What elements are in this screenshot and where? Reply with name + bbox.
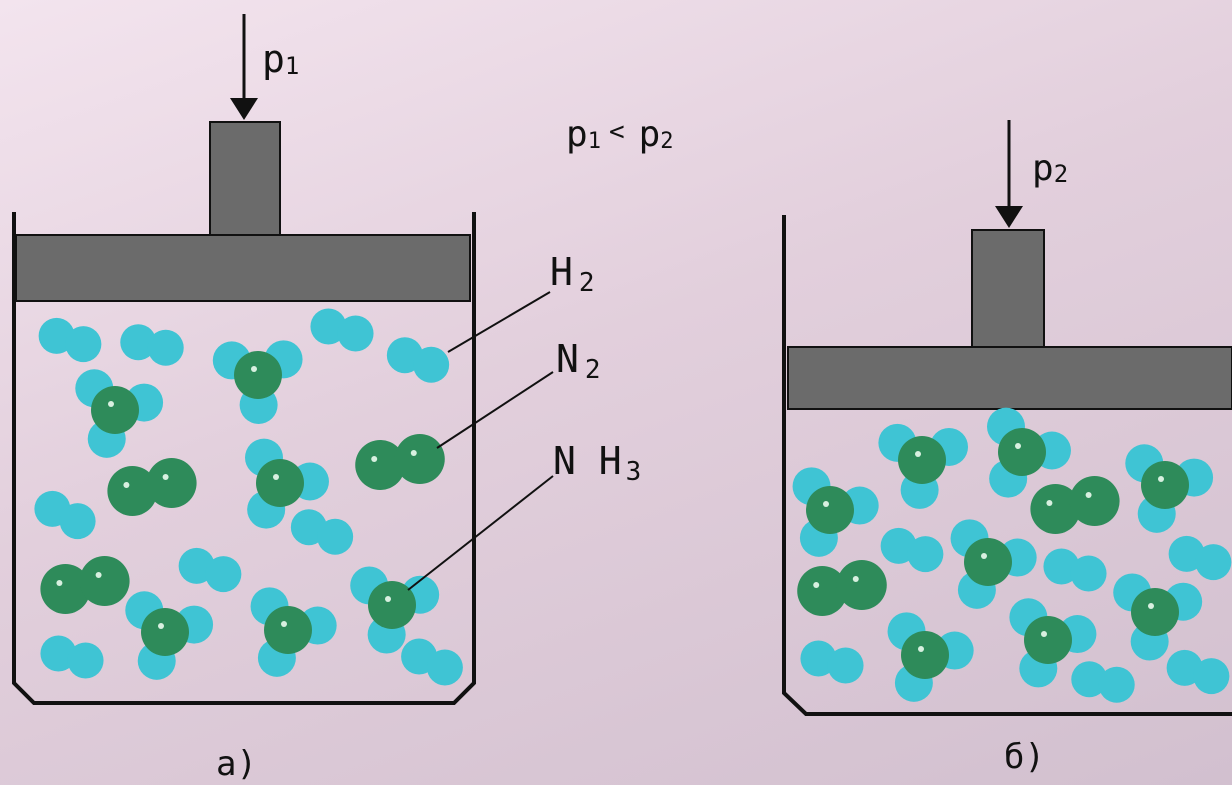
pressure-relation: p1<p2	[566, 114, 674, 155]
nh3-molecule	[75, 369, 164, 458]
h2-molecule	[880, 527, 944, 573]
molecules-b	[792, 407, 1232, 703]
molecules-a	[34, 308, 463, 686]
container-wall-a	[12, 212, 476, 705]
nh3-molecule	[1009, 598, 1097, 688]
h2-molecule	[40, 635, 104, 679]
n2-molecule	[40, 556, 130, 614]
vessel-b	[782, 120, 1232, 716]
nh3-molecule	[950, 519, 1037, 609]
piston-plate-b	[787, 346, 1232, 410]
h2-molecule	[1166, 649, 1230, 695]
h2-molecule	[1168, 535, 1232, 581]
pressure-label-p1: p1	[262, 37, 299, 81]
h2-molecule	[38, 317, 102, 363]
leader-line-h2	[447, 291, 551, 353]
h2-molecule	[1043, 548, 1107, 592]
nh3-molecule	[887, 612, 974, 702]
nh3-molecule	[250, 587, 337, 677]
h2-molecule	[34, 490, 96, 540]
piston-plate-a	[15, 234, 471, 302]
h2-molecule	[1071, 661, 1135, 703]
nh3-molecule	[792, 467, 879, 557]
arrow-head-a	[230, 98, 258, 120]
nh3-molecule	[125, 591, 214, 680]
h2-molecule	[401, 638, 463, 686]
arrow-head-b	[995, 206, 1023, 228]
nh3-molecule	[987, 407, 1071, 498]
h2-molecule	[800, 640, 864, 684]
n2-molecule	[1030, 476, 1120, 534]
h2-molecule	[310, 308, 374, 352]
nh3-molecule	[1125, 444, 1214, 533]
caption-a: а)	[216, 744, 257, 784]
pressure-label-p2: p2	[1032, 148, 1068, 189]
n2-molecule	[355, 434, 445, 490]
nh3-molecule	[1113, 573, 1203, 661]
nh3-molecule	[212, 340, 303, 424]
h2-molecule	[290, 509, 354, 555]
caption-b: б)	[1004, 737, 1045, 777]
nh3-molecule	[878, 423, 969, 509]
n2-molecule	[797, 560, 887, 616]
n2-molecule	[107, 458, 197, 516]
nh3-molecule	[245, 438, 329, 529]
h2-molecule	[386, 337, 450, 383]
container-wall-b	[782, 215, 1232, 716]
h2-molecule	[120, 324, 184, 366]
h2-molecule	[178, 547, 242, 593]
leader-line-nh3	[407, 475, 554, 591]
vessel-a	[12, 14, 476, 705]
piston-rod-b	[971, 229, 1045, 348]
nh3-molecule	[350, 566, 440, 654]
piston-rod-a	[209, 121, 281, 236]
leader-line-n2	[436, 371, 554, 449]
